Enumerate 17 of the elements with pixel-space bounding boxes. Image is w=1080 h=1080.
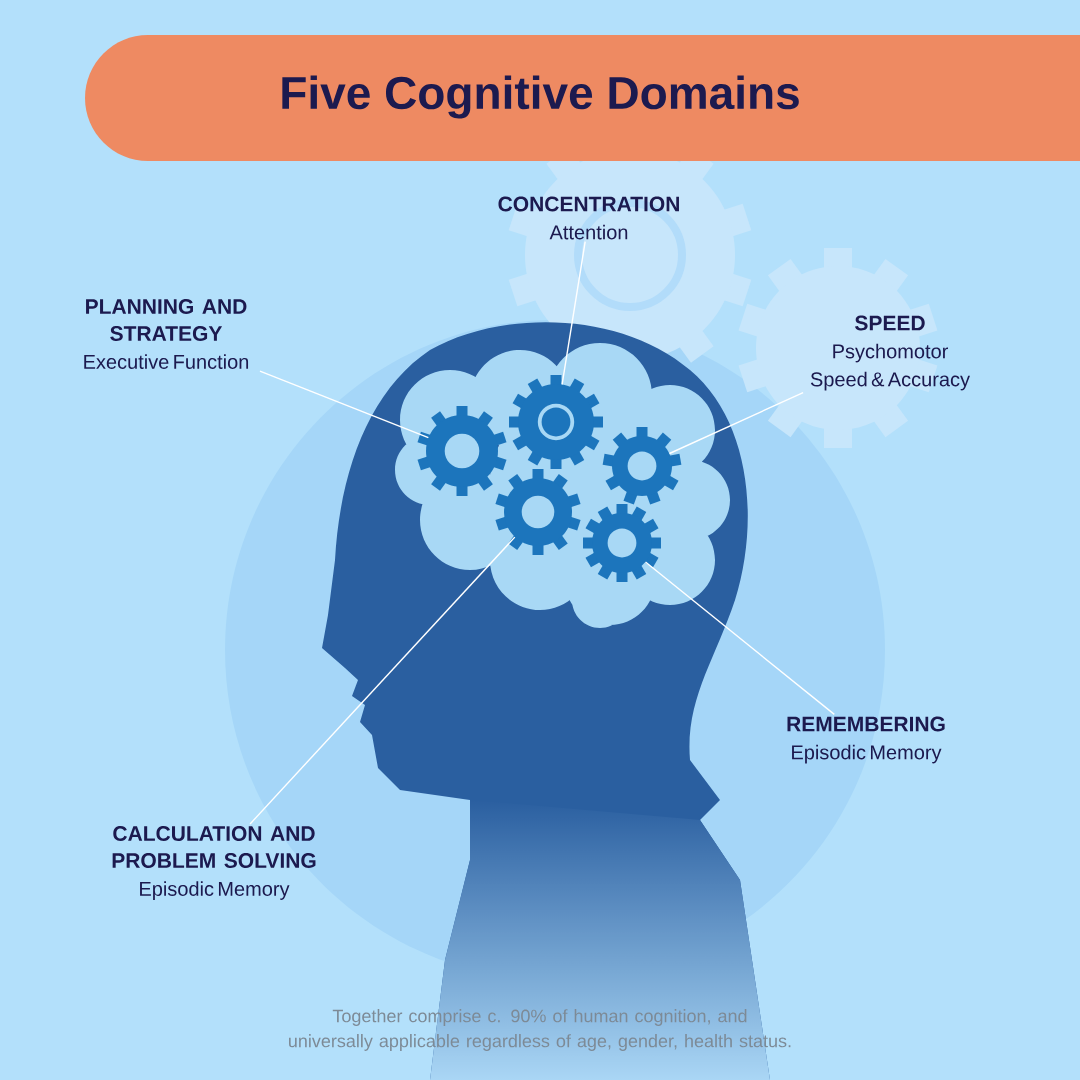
gear-icon — [583, 504, 661, 582]
gear-icon — [509, 375, 603, 469]
leader-line — [668, 391, 804, 455]
leader-line — [259, 370, 430, 439]
leader-line — [644, 561, 835, 716]
gear-icon — [417, 406, 507, 496]
domain-label: CONCENTRATION Attention — [498, 196, 679, 240]
caption: Together comprise c. 90% of human cognition, and universally applicable regardless of age, gender, health status. — [289, 1009, 791, 1051]
leader-line — [249, 536, 516, 825]
domain-label: CALCULATION AND PROBLEM SOLVING Episodic Memory — [112, 826, 316, 900]
title-banner: Five Cognitive Domains — [85, 35, 1080, 161]
gear-icon — [602, 427, 682, 505]
gear-icon — [495, 469, 581, 555]
domain-label: PLANNING AND STRATEGY Executive Function — [84, 299, 249, 369]
domain-label: SPEED Psychomotor Speed & Accuracy — [810, 315, 970, 391]
leader-line — [561, 240, 586, 385]
domain-label: REMEMBERING Episodic Memory — [787, 716, 945, 764]
